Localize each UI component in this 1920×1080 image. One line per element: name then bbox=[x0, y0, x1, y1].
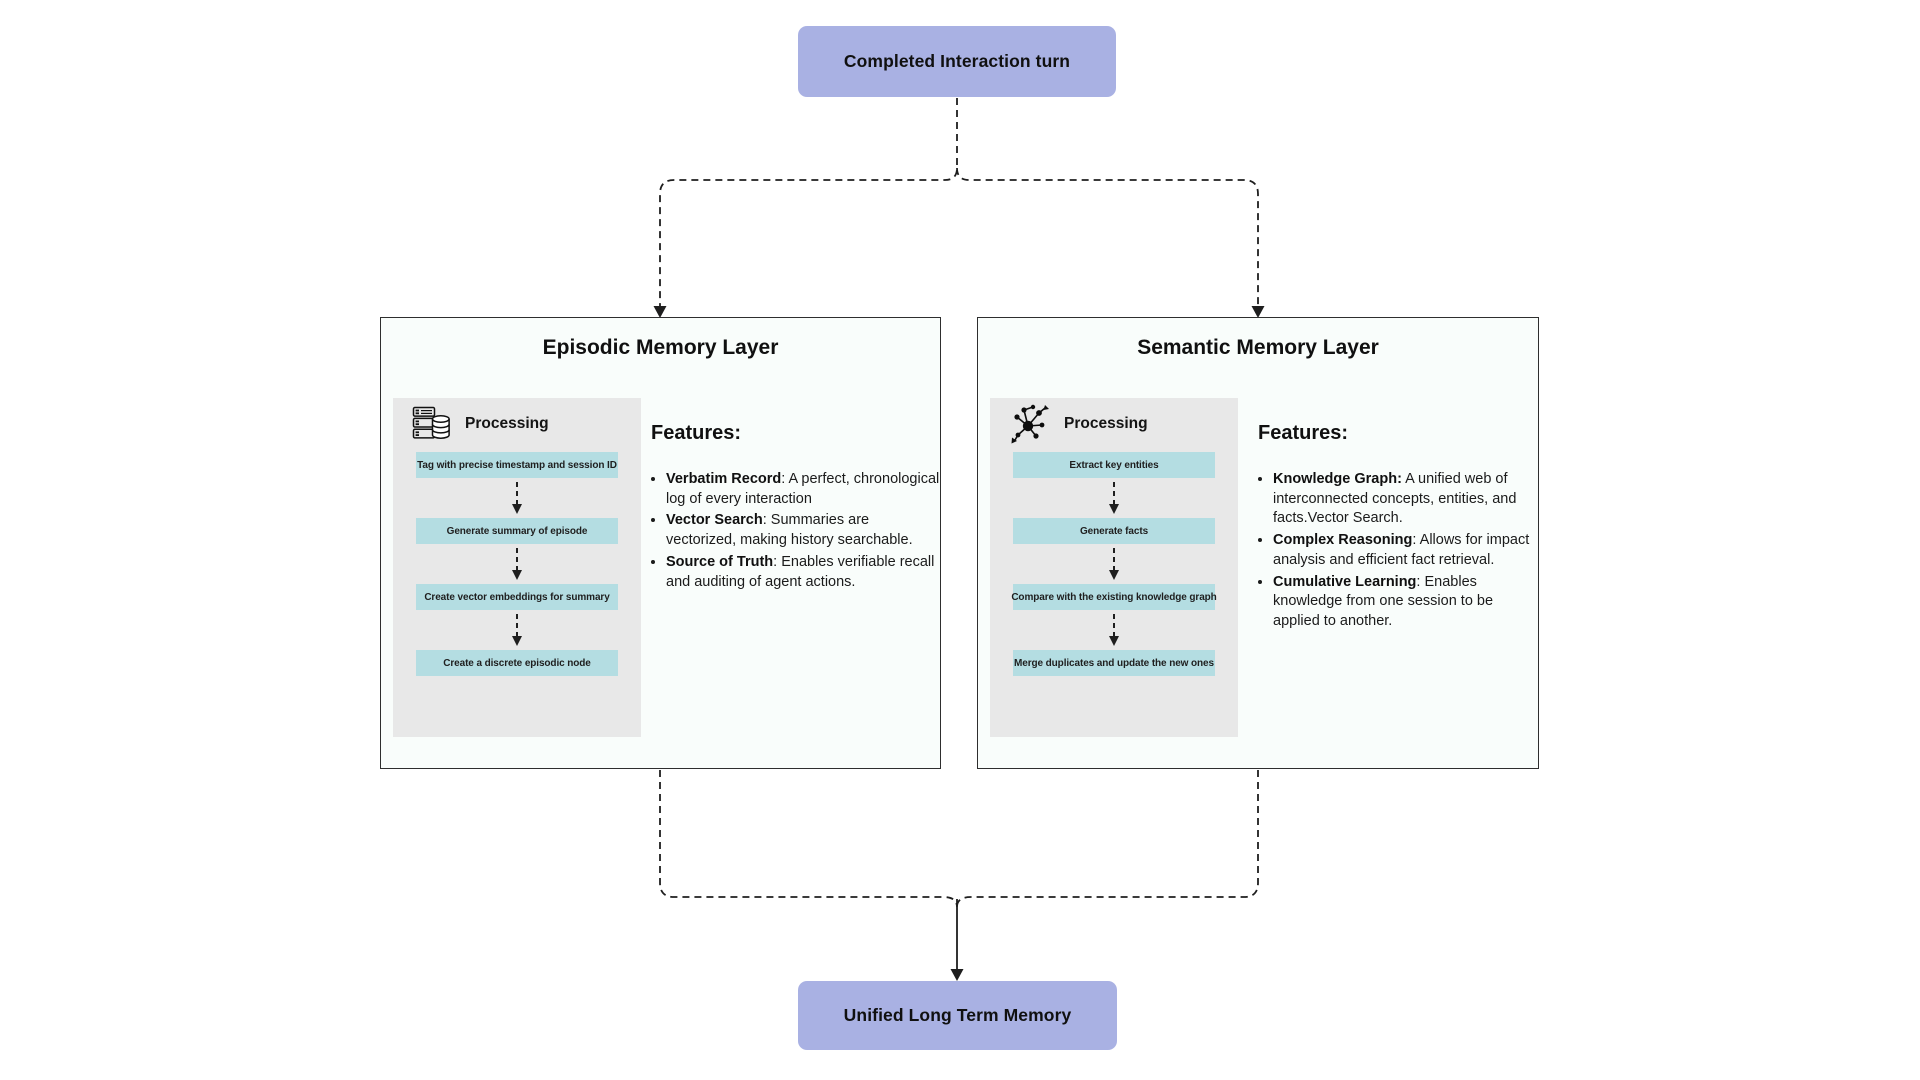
connector-top-right bbox=[956, 167, 1259, 308]
episodic-processing-label: Processing bbox=[465, 414, 549, 432]
semantic-panel-header: Processing bbox=[990, 398, 1238, 443]
semantic-layer-title: Semantic Memory Layer bbox=[1137, 336, 1379, 359]
down-arrow-icon bbox=[509, 610, 525, 650]
process-step: Tag with precise timestamp and session I… bbox=[416, 452, 618, 478]
down-arrow-icon bbox=[509, 544, 525, 584]
feature-item: Cumulative Learning: Enables knowledge f… bbox=[1273, 573, 1534, 632]
top-node-label: Completed Interaction turn bbox=[843, 51, 1071, 71]
down-arrow-icon bbox=[1106, 544, 1122, 584]
feature-item: Knowledge Graph: A unified web of interc… bbox=[1273, 470, 1534, 529]
process-step: Compare with the existing knowledge grap… bbox=[1011, 584, 1217, 610]
feature-item: Source of Truth: Enables verifiable reca… bbox=[666, 553, 941, 592]
connector-bottom-left bbox=[659, 770, 958, 908]
episodic-processing-panel: Processing Tag with precise timestamp an… bbox=[393, 398, 641, 737]
episodic-layer-title: Episodic Memory Layer bbox=[542, 336, 779, 359]
process-step: Extract key entities bbox=[1013, 452, 1215, 478]
semantic-steps: Extract key entities Generate facts Comp… bbox=[990, 452, 1238, 676]
completed-interaction-node: Completed Interaction turn bbox=[798, 26, 1116, 97]
down-arrow-icon bbox=[1106, 610, 1122, 650]
episodic-features-title: Features: bbox=[651, 422, 742, 444]
process-step: Create a discrete episodic node bbox=[416, 650, 618, 676]
database-server-icon bbox=[412, 406, 452, 442]
semantic-features-list: Knowledge Graph: A unified web of interc… bbox=[1256, 470, 1534, 632]
connector-bottom-right bbox=[956, 770, 1259, 908]
process-step: Generate facts bbox=[1013, 518, 1215, 544]
process-step: Generate summary of episode bbox=[416, 518, 618, 544]
episodic-steps: Tag with precise timestamp and session I… bbox=[393, 452, 641, 676]
semantic-processing-label: Processing bbox=[1064, 414, 1148, 432]
down-arrow-icon bbox=[1106, 478, 1122, 518]
bottom-node-label: Unified Long Term Memory bbox=[843, 1005, 1072, 1025]
unified-long-term-memory-node: Unified Long Term Memory bbox=[798, 981, 1117, 1050]
episodic-features-list: Verbatim Record: A perfect, chronologica… bbox=[649, 470, 941, 592]
feature-item: Verbatim Record: A perfect, chronologica… bbox=[666, 470, 941, 509]
feature-item: Complex Reasoning: Allows for impact ana… bbox=[1273, 531, 1534, 570]
semantic-processing-panel: Processing Extract key entities Generate… bbox=[990, 398, 1238, 737]
semantic-features-title: Features: bbox=[1258, 422, 1349, 444]
down-arrow-icon bbox=[509, 478, 525, 518]
episodic-memory-layer: Episodic Memory Layer bbox=[380, 317, 941, 769]
process-step: Create vector embeddings for summary bbox=[416, 584, 618, 610]
episodic-panel-header: Processing bbox=[393, 398, 641, 440]
semantic-memory-layer: Semantic Memory Layer bbox=[977, 317, 1539, 769]
feature-item: Vector Search: Summaries are vectorized,… bbox=[666, 511, 941, 550]
connector-top-left bbox=[659, 98, 958, 308]
knowledge-graph-icon bbox=[1009, 404, 1051, 444]
episodic-features: Features: Verbatim Record: A perfect, ch… bbox=[649, 422, 941, 594]
arrowhead-bottom bbox=[950, 969, 964, 981]
process-step: Merge duplicates and update the new ones bbox=[1013, 650, 1215, 676]
semantic-features: Features: Knowledge Graph: A unified web… bbox=[1256, 422, 1534, 634]
